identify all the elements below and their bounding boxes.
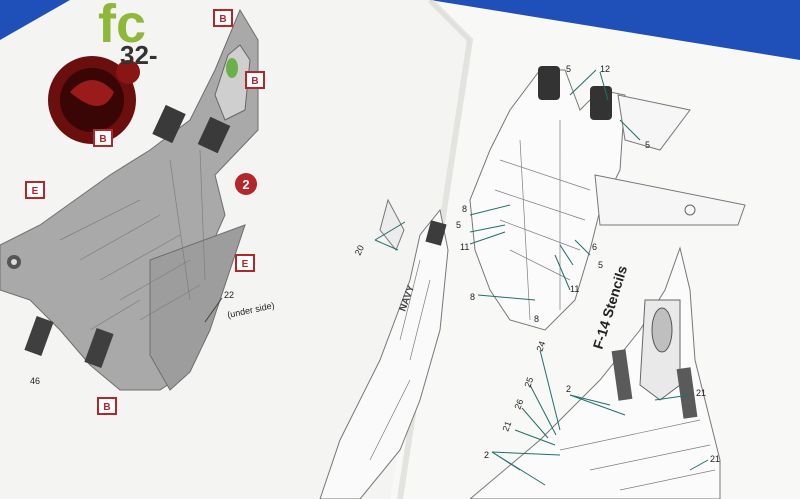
marker-e-1: E: [25, 181, 45, 199]
callout-2-a: 2: [566, 384, 571, 394]
callout-20: 20: [353, 244, 366, 257]
callout-21-b: 21: [696, 388, 706, 398]
svg-text:B: B: [219, 14, 226, 25]
callout-12: 12: [600, 64, 610, 74]
callout-5-c: 5: [645, 140, 650, 150]
callout-5-a: 5: [456, 220, 461, 230]
circle-marker-2: 2: [235, 173, 257, 195]
callout-8-a: 8: [462, 204, 467, 214]
callout-24: 24: [534, 340, 547, 353]
callout-5-b: 5: [566, 64, 571, 74]
callout-lines: [374, 69, 709, 486]
svg-text:2: 2: [242, 177, 249, 192]
svg-text:B: B: [99, 134, 106, 145]
callout-11-a: 11: [460, 242, 469, 252]
aircraft-topview-gray: [0, 8, 259, 391]
svg-text:B: B: [251, 76, 258, 87]
callout-21-a: 21: [500, 420, 513, 433]
marker-b-1: B: [213, 9, 233, 27]
callout-11-b: 11: [570, 284, 579, 294]
brand-logo-sub: 32-: [120, 40, 158, 70]
aircraft-topview-upper: [469, 66, 746, 331]
brand-logo-text: fc: [98, 0, 146, 54]
callout-8-b: 8: [470, 292, 475, 302]
marker-e-2: E: [235, 254, 255, 272]
callout-6: 6: [592, 242, 597, 252]
marker-b-3: B: [93, 129, 113, 147]
callout-21-c: 21: [710, 454, 720, 464]
callout-46: 46: [30, 376, 40, 386]
callout-22: 22: [224, 290, 234, 300]
callout-22-line: [204, 297, 223, 323]
callout-25: 25: [522, 376, 535, 389]
callout-26: 26: [512, 398, 525, 411]
marker-b-2: B: [245, 71, 265, 89]
callout-8-c: 8: [534, 314, 539, 324]
callout-2-b: 2: [484, 450, 489, 460]
marker-b-4: B: [97, 397, 117, 415]
aircraft-topview-lower: [469, 246, 721, 499]
svg-text:E: E: [242, 259, 249, 270]
svg-text:E: E: [32, 186, 39, 197]
svg-text:B: B: [103, 402, 110, 413]
squadron-logo: [48, 56, 140, 144]
callout-5-d: 5: [598, 260, 603, 270]
